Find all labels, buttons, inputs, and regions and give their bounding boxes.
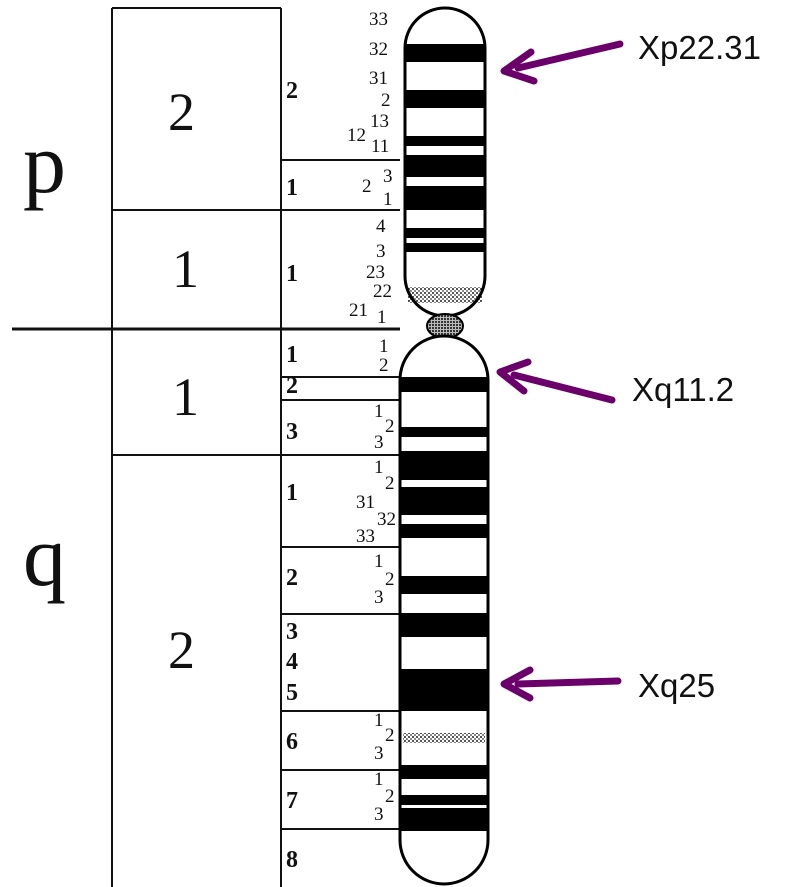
chromosome-band [400, 808, 488, 831]
arrow-icon [510, 371, 616, 404]
sub-band-label: 31 [369, 68, 388, 89]
band-q22-label: 2 [286, 565, 298, 591]
sub-band-label: 13 [370, 111, 389, 132]
band-q12-label: 2 [286, 373, 298, 399]
annotation-xq11-2: Xq11.2 [496, 358, 734, 408]
sub-band-label: 1 [374, 401, 384, 422]
sub-band-label: 22 [373, 281, 392, 302]
band-p21-label: 1 [286, 175, 298, 201]
annotation-xp22-31: Xp22.31 [500, 29, 761, 85]
chromosome-band [400, 795, 488, 805]
sub-band-label: 11 [371, 136, 389, 157]
sub-band-label: 23 [366, 262, 385, 283]
band-q28-label: 8 [286, 847, 298, 873]
sub-band-label: 1 [379, 336, 389, 357]
sub-band-label: 2 [385, 473, 395, 494]
chromosome-band [400, 669, 488, 711]
band-p22-label: 2 [286, 78, 298, 104]
sub-band-label: 4 [376, 216, 386, 237]
sub-band-label: 2 [379, 355, 389, 376]
sub-band-label: 2 [362, 176, 372, 197]
band-q11-label: 1 [286, 342, 298, 368]
sub-band-label: 31 [356, 492, 375, 513]
band-table-grid [12, 7, 400, 887]
band-q21-label: 1 [286, 480, 298, 506]
sub-band-label: 3 [374, 432, 384, 453]
chromosome-band [405, 228, 485, 238]
annotation-label-xq11-2: Xq11.2 [632, 371, 734, 408]
p-arm [403, 6, 487, 318]
arrow-icon [514, 40, 624, 72]
sub-band-label: 1 [374, 551, 384, 572]
sub-band-label: 12 [347, 125, 366, 146]
chromosome-band [400, 613, 488, 637]
band-q23-label: 3 [286, 619, 298, 645]
chromosome-band [405, 136, 485, 146]
arrow-head-icon [496, 358, 532, 395]
sub-band-label: 1 [377, 307, 387, 328]
chromosome-band [400, 487, 488, 515]
chromosome-band [400, 377, 488, 392]
sub-band-label: 3 [376, 241, 386, 262]
chromosome-band [405, 155, 485, 177]
chromosome-band [400, 765, 488, 779]
stalk-band [408, 287, 482, 303]
sub-band-label: 3 [374, 804, 384, 825]
sub-band-label: 3 [374, 587, 384, 608]
sub-band-label: 2 [385, 569, 395, 590]
annotation-label-xq25: Xq25 [638, 667, 715, 704]
stalk-band [403, 733, 485, 743]
chromosome-band [405, 44, 485, 62]
chromosome-x-ideogram [398, 6, 490, 886]
region-p1-label: 1 [172, 239, 199, 299]
band-q13-label: 3 [286, 419, 298, 445]
band-p11-label: 1 [286, 261, 298, 287]
chromosome-band [405, 243, 485, 252]
chromosome-band [405, 186, 485, 210]
chromosome-band [400, 427, 488, 437]
annotation-xq25: Xq25 [500, 666, 715, 704]
sub-band-label: 32 [377, 509, 396, 530]
arrow-head-icon [500, 666, 534, 702]
p-arm-label: p [23, 115, 66, 211]
chromosome-band [405, 90, 485, 108]
sub-band-label: 3 [383, 166, 393, 187]
band-q24-label: 4 [286, 649, 298, 675]
sub-band-label: 2 [385, 786, 395, 807]
sub-band-label: 32 [369, 39, 388, 60]
band-q25-label: 5 [286, 680, 298, 706]
band-q27-label: 7 [286, 788, 298, 814]
chromosome-band [400, 451, 488, 480]
sub-band-label: 33 [369, 9, 388, 30]
arrow-icon [514, 677, 622, 688]
sub-band-label: 1 [374, 769, 384, 790]
arrow-head-icon [500, 48, 538, 85]
sub-band-label: 1 [374, 710, 384, 731]
annotation-label-xp22-31: Xp22.31 [638, 29, 761, 66]
band-q26-label: 6 [286, 729, 298, 755]
sub-band-label: 2 [385, 416, 395, 437]
sub-band-label: 1 [374, 457, 384, 478]
region-q1-label: 1 [172, 367, 199, 427]
sub-band-label: 3 [374, 743, 384, 764]
q-arm [398, 334, 490, 886]
chromosome-band [400, 576, 488, 594]
chromosome-band [400, 524, 488, 538]
sub-band-label: 21 [349, 300, 368, 321]
centromere [426, 313, 464, 339]
sub-band-label: 2 [385, 725, 395, 746]
sub-band-label: 33 [356, 526, 375, 547]
q-arm-label: q [23, 508, 66, 604]
sub-band-label: 1 [383, 189, 393, 210]
region-q2-label: 2 [168, 620, 195, 680]
band-number-column: 2 1 1 1 2 3 1 2 3 4 5 6 7 8 [286, 78, 298, 873]
sub-band-number-column: 33 32 31 2 13 12 11 3 2 1 4 3 23 22 21 1… [347, 9, 396, 825]
sub-band-label: 2 [381, 90, 391, 111]
region-p2-label: 2 [168, 82, 195, 142]
